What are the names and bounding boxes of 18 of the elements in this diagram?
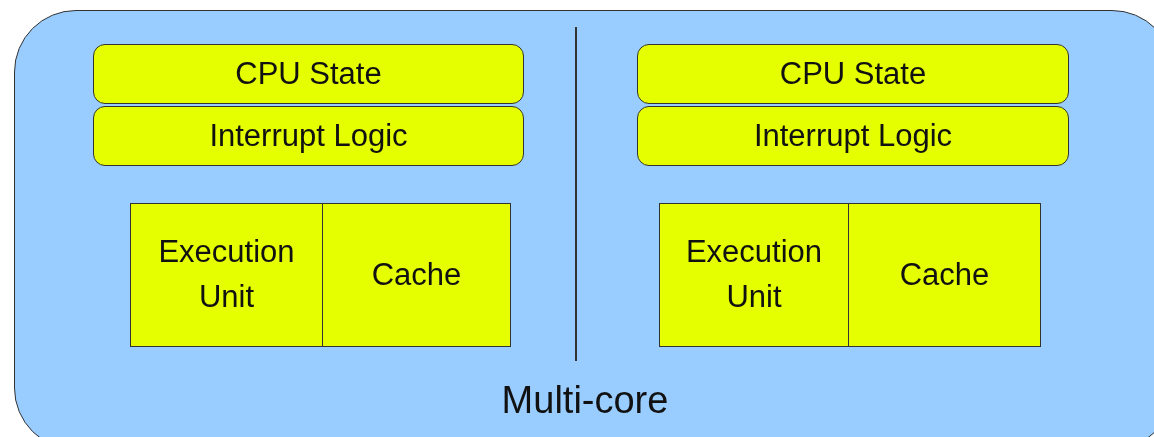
box-label: Cache [370,255,463,294]
layer-box [637,44,1069,104]
box-label: CPU State [779,54,927,93]
layer-box [637,106,1069,166]
box-label: Interrupt Logic [753,116,953,155]
unit-box [130,203,323,347]
unit-box [848,203,1041,347]
multi-core-container [14,10,1154,437]
layer-box [93,44,524,104]
box-label: Interrupt Logic [209,116,408,155]
box-label: CPU State [235,54,382,93]
box-label: Execution Unit [157,233,296,316]
unit-box [659,203,849,347]
layer-box [93,106,524,166]
box-label: Cache [898,255,991,294]
box-label: Execution Unit [684,233,824,316]
container-title: Multi-core [500,379,670,422]
unit-box [322,203,511,347]
